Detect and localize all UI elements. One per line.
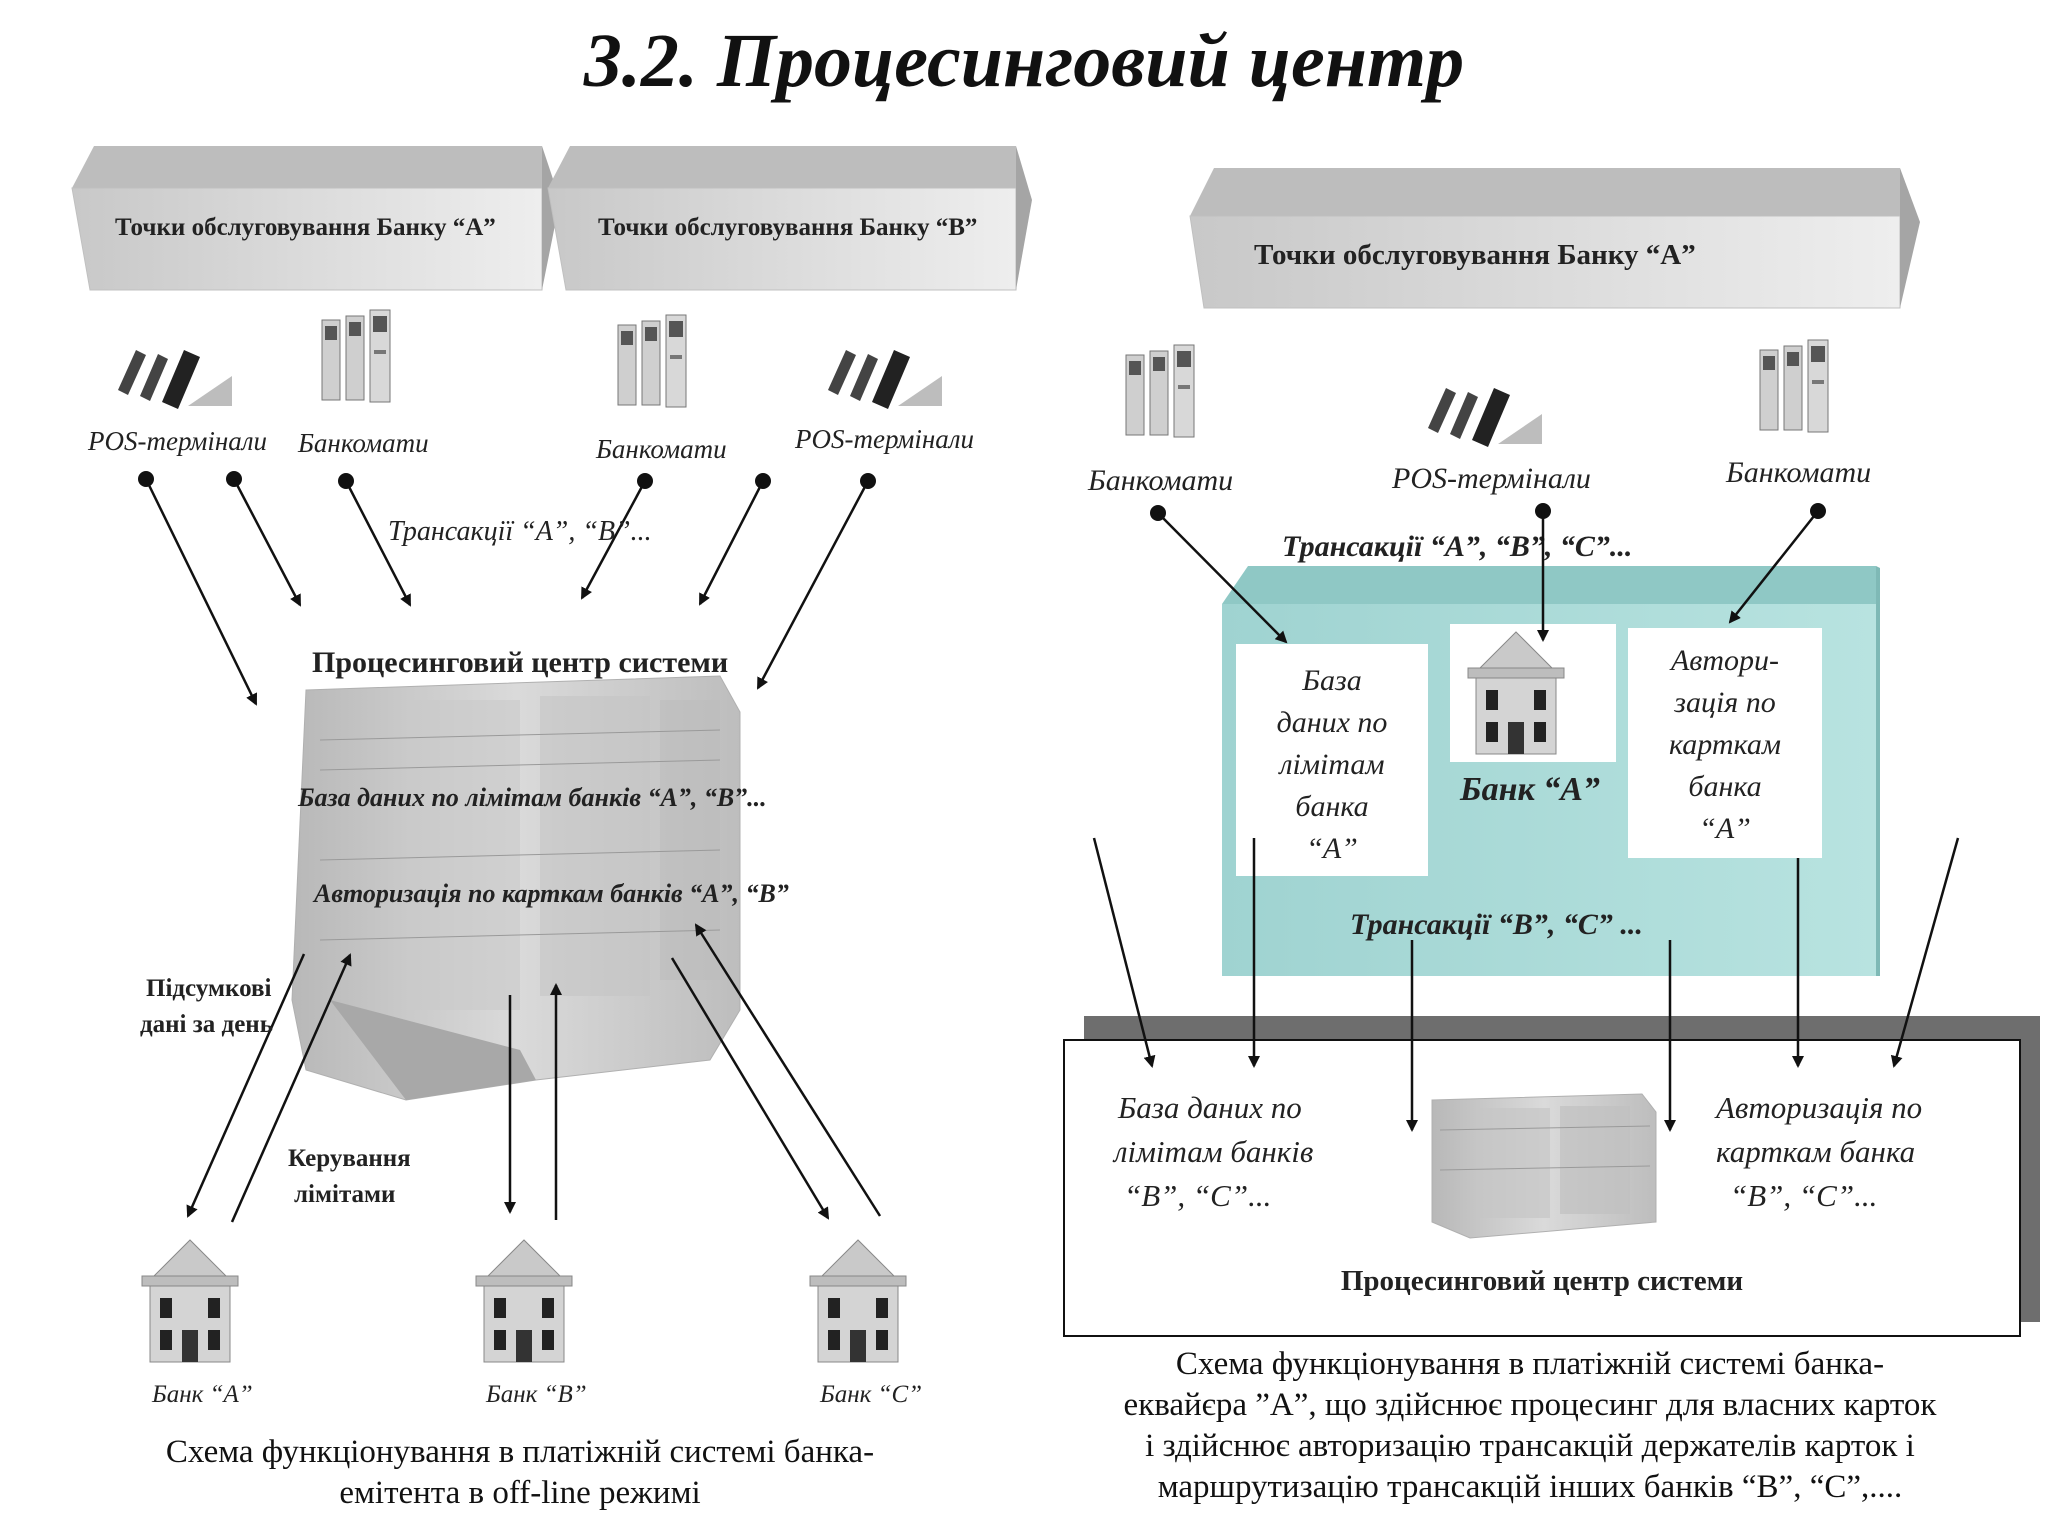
daily-totals-line-1: Підсумкові: [146, 975, 271, 1002]
left-caption-line-2: емітента в off-line режимі: [339, 1474, 701, 1511]
svg-text:“А”: “А”: [1699, 812, 1751, 845]
left-database-label: База даних по лімітам банків “А”, “В”...: [297, 783, 767, 812]
right-db-bc-text: База даних по лімітам банків “В”, “С”...: [1112, 1090, 1313, 1213]
left-bank-b-label: Банк “В”: [485, 1381, 587, 1408]
atm-icon: [617, 314, 687, 408]
right-transactions-abc-label: Трансакції “А”, “В”, “С”...: [1282, 530, 1632, 563]
svg-text:Автори-: Автори-: [1669, 644, 1779, 677]
svg-text:База даних по: База даних по: [1117, 1090, 1302, 1125]
left-processing-center-label: Процесинговий центр системи: [312, 646, 728, 679]
bank-b-house-icon: [475, 1239, 573, 1363]
right-arrows: [1092, 510, 1960, 1132]
left-caption: Схема функціонування в платіжній системі…: [40, 1432, 1000, 1514]
svg-text:Авторизація по: Авторизація по: [1714, 1090, 1922, 1125]
svg-text:зація по: зація по: [1673, 686, 1775, 719]
atms-label-2: Банкомати: [595, 434, 727, 464]
left-caption-line-1: Схема функціонування в платіжній системі…: [165, 1434, 875, 1470]
svg-text:База: База: [1301, 664, 1361, 697]
svg-text:“В”, “С”...: “В”, “С”...: [1730, 1178, 1877, 1213]
bank-a-authorization-box: [1628, 628, 1822, 858]
right-pos-terminals-label: POS-термінали: [1391, 462, 1591, 495]
pos-terminals-label-2: POS-термінали: [794, 424, 974, 454]
right-caption-line-4: маршрутизацію трансакцій інших банків “В…: [1157, 1468, 1903, 1505]
left-processing-center: Процесинговий центр системи База даних п…: [291, 646, 789, 1101]
bank-a-database-box: [1236, 644, 1428, 876]
right-caption-line-1: Схема функціонування в платіжній системі…: [1175, 1346, 1885, 1382]
bank-arrows: [186, 923, 882, 1223]
left-transactions-label: Трансакції “А”, “В”...: [388, 516, 652, 547]
right-caption-line-3: і здійснює авторизацію трансакцій держат…: [1145, 1427, 1915, 1464]
page-title: 3.2. Процесинговий центр: [583, 19, 1465, 103]
bank-a-authorization-text: Автори- зація по карткам банка “А”: [1669, 644, 1781, 845]
connection-dots: [138, 471, 876, 489]
pos-terminal-icon: [1428, 388, 1542, 447]
svg-text:“А”: “А”: [1306, 832, 1358, 865]
pos-terminal-icon: [828, 350, 942, 409]
right-atms-label-1: Банкомати: [1087, 464, 1233, 497]
svg-text:банка: банка: [1295, 790, 1368, 823]
left-diagram: Точки обслуговування Банку “A” Точки обс…: [71, 146, 1032, 1408]
pos-terminal-icon: [118, 350, 232, 409]
svg-text:“В”, “С”...: “В”, “С”...: [1124, 1178, 1271, 1213]
right-caption-line-2: еквайєра ”А”, що здійснює процесинг для …: [1123, 1386, 1937, 1423]
right-connection-dots: [1150, 503, 1826, 521]
limit-management-line-2: лімітами: [294, 1181, 395, 1208]
bank-a-house-icon: [141, 1239, 239, 1363]
left-authorization-label: Авторизація по карткам банків “А”, “В”: [312, 879, 789, 908]
service-points-box-a: Точки обслуговування Банку “A”: [71, 146, 560, 291]
server-stripes: [319, 729, 721, 941]
left-bank-a-label: Банк “А”: [151, 1381, 253, 1408]
left-bank-c-label: Банк “С”: [819, 1381, 922, 1408]
right-server-icon: [1431, 1093, 1657, 1239]
right-processing-center-label: Процесинговий центр системи: [1341, 1265, 1743, 1297]
atms-label-1: Банкомати: [297, 428, 429, 458]
service-points-box-b: Точки обслуговування Банку “B”: [547, 146, 1032, 291]
pos-terminals-label-1: POS-термінали: [87, 426, 267, 456]
transaction-arrows: [144, 478, 870, 706]
svg-text:карткам: карткам: [1669, 728, 1781, 761]
svg-text:лімітам: лімітам: [1277, 748, 1384, 781]
bank-c-house-icon: [809, 1239, 907, 1363]
atm-icon: [1759, 339, 1829, 433]
bank-a-database-text: База даних по лімітам банка “А”: [1277, 664, 1388, 865]
right-atms-label-2: Банкомати: [1725, 456, 1871, 489]
right-caption: Схема функціонування в платіжній системі…: [1030, 1344, 2030, 1508]
limit-management-line-1: Керування: [288, 1145, 411, 1172]
svg-text:лімітам банків: лімітам банків: [1112, 1134, 1313, 1169]
daily-totals-line-2: дані за день: [140, 1011, 273, 1038]
svg-text:карткам банка: карткам банка: [1716, 1134, 1915, 1169]
svg-text:даних по: даних по: [1277, 706, 1388, 739]
service-points-a-label: Точки обслуговування Банку “A”: [115, 214, 496, 241]
right-service-points-box: Точки обслуговування Банку “A”: [1189, 168, 1920, 309]
svg-text:банка: банка: [1688, 770, 1761, 803]
right-service-points-label: Точки обслуговування Банку “A”: [1254, 239, 1696, 271]
right-diagram: Точки обслуговування Банку “A” Банкомати…: [1063, 168, 2040, 1337]
service-points-b-label: Точки обслуговування Банку “B”: [598, 214, 977, 241]
atm-icon: [321, 309, 391, 403]
atm-icon: [1125, 344, 1195, 438]
right-auth-bc-text: Авторизація по карткам банка “В”, “С”...: [1714, 1090, 1922, 1213]
right-bank-a-label: Банк “А”: [1459, 771, 1600, 808]
right-transactions-bc-label: Трансакції “В”, “С” ...: [1350, 908, 1643, 941]
